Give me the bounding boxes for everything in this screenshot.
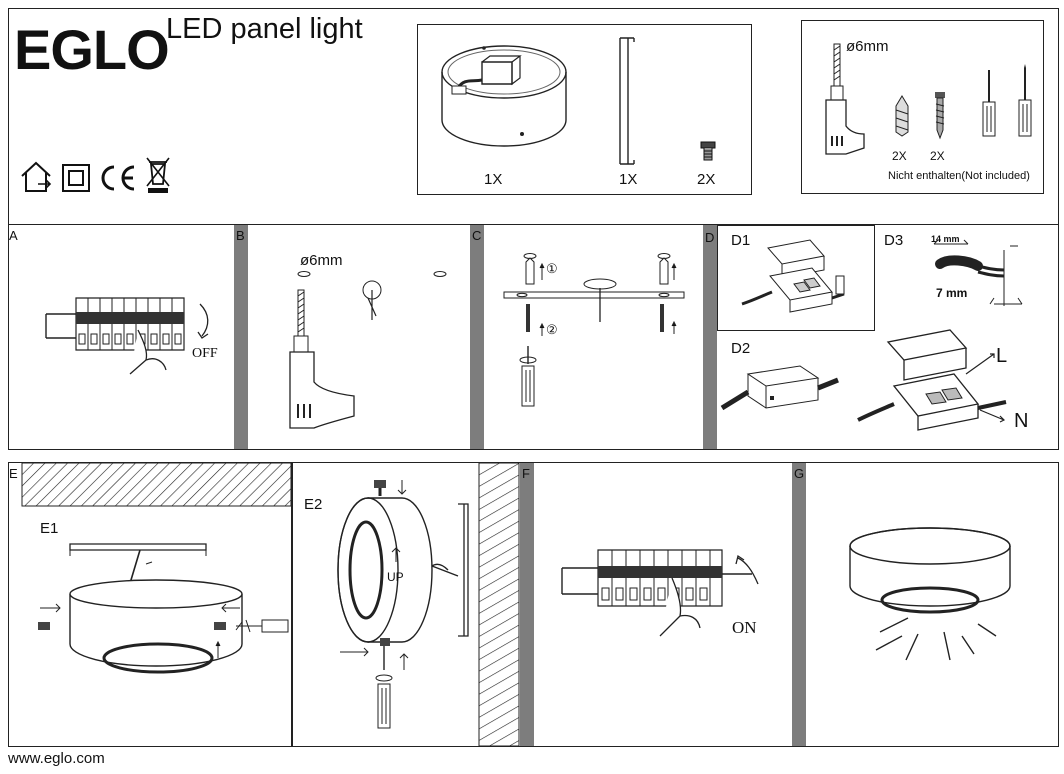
brand-logo: EGLO bbox=[14, 18, 170, 81]
e1-label: E1 bbox=[40, 520, 59, 537]
flat-screwdriver-icon bbox=[980, 70, 998, 140]
step-c-mark-2: ② bbox=[546, 322, 558, 337]
housing-qty: 1X bbox=[484, 171, 503, 188]
d1-box bbox=[717, 225, 875, 331]
ceiling-hatch bbox=[22, 463, 291, 506]
switch-on-text: ON bbox=[732, 618, 757, 637]
wall-hatch bbox=[479, 463, 519, 746]
round-housing-drawing bbox=[438, 38, 570, 160]
d2-terminal-box-closed bbox=[718, 360, 842, 424]
steps-row-2 bbox=[8, 462, 1059, 747]
step-a-label: A bbox=[9, 228, 18, 243]
indoor-house-icon bbox=[20, 160, 54, 194]
step-g-tab bbox=[792, 463, 806, 746]
drill-icon bbox=[822, 42, 866, 160]
step-e-tab bbox=[9, 463, 23, 746]
step-a-tab bbox=[9, 225, 23, 449]
class-ii-double-square-icon bbox=[62, 164, 90, 192]
parts-box bbox=[417, 24, 752, 195]
bracket-qty: 1X bbox=[619, 171, 638, 188]
plug-qty: 2X bbox=[892, 149, 907, 163]
step-f-tab bbox=[520, 463, 534, 746]
screw-qty: 2X bbox=[697, 171, 716, 188]
d3-label: D3 bbox=[884, 232, 904, 249]
weee-bin-icon bbox=[146, 156, 170, 193]
step-c-tab bbox=[470, 225, 484, 449]
e2-label: E2 bbox=[304, 496, 323, 513]
d2-label: D2 bbox=[731, 340, 751, 357]
d3-strip-outer: 14 mm bbox=[931, 234, 960, 244]
step-b-label: B bbox=[236, 228, 245, 243]
step-f-label: F bbox=[522, 466, 530, 481]
wood-screw-icon bbox=[935, 92, 945, 140]
step-e-label: E bbox=[9, 466, 18, 481]
e1-e2-divider bbox=[291, 463, 293, 746]
e2-up-label: UP bbox=[387, 570, 404, 584]
step-g-label: G bbox=[794, 466, 805, 481]
step-d-tab bbox=[703, 225, 717, 449]
d3-strip-inner: 7 mm bbox=[936, 286, 968, 300]
not-included-note: Nicht enthalten(Not included) bbox=[888, 170, 1030, 182]
e2-wall-mount-drawing bbox=[328, 480, 478, 736]
screw-drawing bbox=[698, 140, 718, 162]
step-c-label: C bbox=[472, 228, 482, 243]
e1-ceiling-mount-drawing bbox=[38, 540, 292, 680]
step-b-tab bbox=[234, 225, 248, 449]
mounting-bracket-drawing bbox=[612, 36, 640, 168]
wood-screw-qty: 2X bbox=[930, 149, 945, 163]
wall-plug-icon bbox=[894, 94, 910, 138]
drill-size-label: ø6mm bbox=[846, 38, 889, 55]
step-c-mark-1: ① bbox=[546, 261, 558, 276]
product-title: LED panel light bbox=[166, 13, 363, 45]
footer-url[interactable]: www.eglo.com bbox=[8, 750, 105, 767]
d1-label: D1 bbox=[731, 232, 751, 249]
steps-row-1 bbox=[8, 224, 1059, 450]
step-b-drill-drawing bbox=[284, 268, 464, 440]
switch-off-text: OFF bbox=[192, 346, 218, 361]
live-label: L bbox=[996, 345, 1008, 367]
d3-wire-strip bbox=[928, 236, 1028, 306]
ce-mark-icon bbox=[98, 164, 138, 192]
step-b-drill-size: ø6mm bbox=[300, 252, 343, 269]
breaker-panel-on bbox=[562, 544, 772, 644]
breaker-panel-off bbox=[46, 290, 226, 380]
d-terminal-box-wiring bbox=[854, 324, 1014, 444]
phillips-screwdriver-icon bbox=[1016, 64, 1034, 140]
step-d-label: D bbox=[705, 230, 715, 245]
step-c-bracket-drawing bbox=[500, 250, 690, 410]
step-g-light-on-drawing bbox=[846, 524, 1016, 694]
neutral-label: N bbox=[1014, 410, 1029, 432]
tools-box bbox=[801, 20, 1044, 194]
d1-terminal-box-open bbox=[740, 238, 858, 328]
